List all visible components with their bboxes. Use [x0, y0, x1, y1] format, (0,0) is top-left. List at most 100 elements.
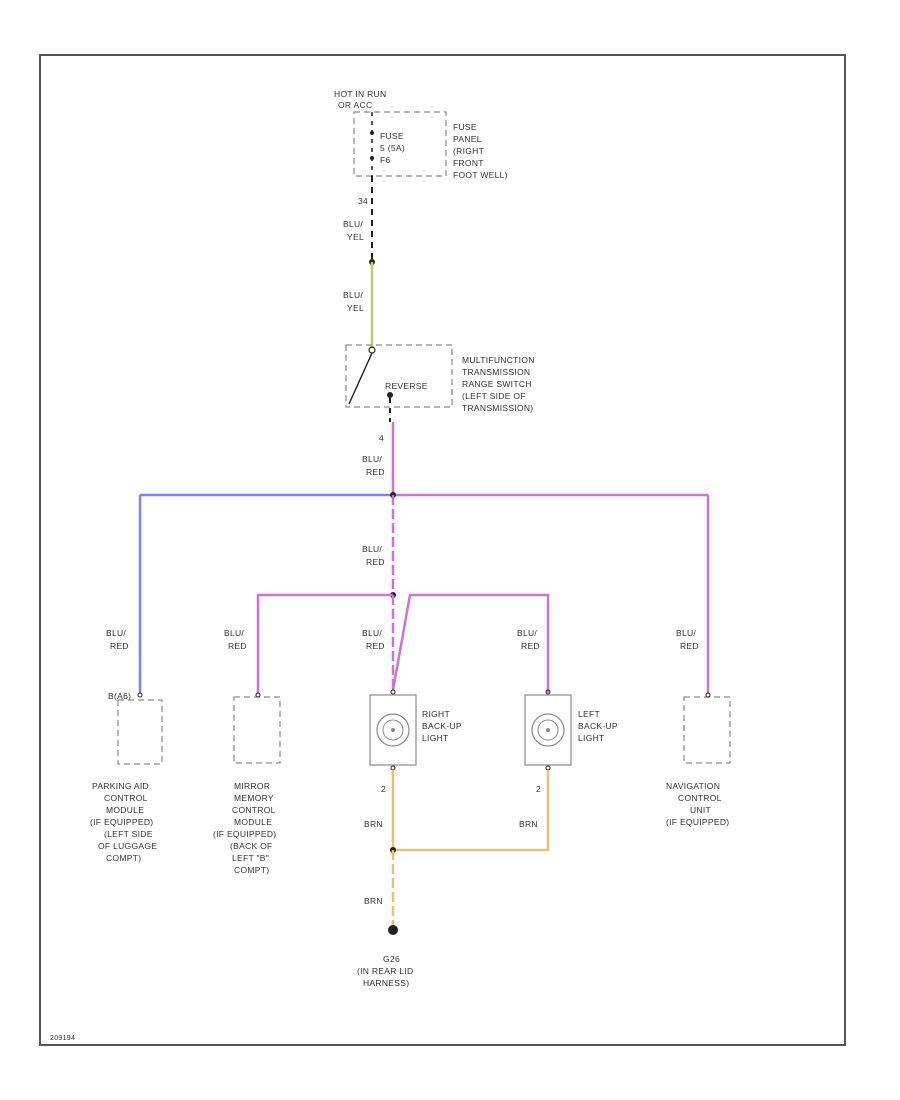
svg-text:(IN REAR LID: (IN REAR LID: [357, 966, 414, 976]
svg-text:RED: RED: [228, 641, 247, 651]
svg-text:CONTROL: CONTROL: [104, 793, 148, 803]
svg-text:(BACK OF: (BACK OF: [230, 841, 273, 851]
svg-text:FOOT WELL): FOOT WELL): [453, 170, 508, 180]
svg-text:(RIGHT: (RIGHT: [453, 146, 484, 156]
svg-text:(IF EQUIPPED): (IF EQUIPPED): [90, 817, 153, 827]
svg-text:OF LUGGAGE: OF LUGGAGE: [98, 841, 157, 851]
mirror-memory-module-box: [233, 696, 281, 764]
range-switch-label: MULTIFUNCTION TRANSMISSION RANGE SWITCH …: [462, 355, 535, 413]
left-backup-light-box: [524, 694, 572, 766]
brn-right-label: BRN: [364, 819, 383, 829]
svg-text:UNIT: UNIT: [690, 805, 711, 815]
svg-text:G26: G26: [383, 954, 400, 964]
svg-text:LIGHT: LIGHT: [422, 733, 449, 743]
svg-text:RED: RED: [680, 641, 699, 651]
svg-text:LEFT "B": LEFT "B": [232, 853, 269, 863]
brn-left-label: BRN: [519, 819, 538, 829]
svg-text:BLU/: BLU/: [362, 628, 382, 638]
svg-text:FUSE: FUSE: [380, 131, 404, 141]
right-light-terminal-top: [390, 689, 396, 695]
svg-text:COMPT): COMPT): [106, 853, 141, 863]
wire-to-left-light: [391, 593, 550, 693]
navigation-unit-box: [683, 696, 731, 764]
svg-text:MULTIFUNCTION: MULTIFUNCTION: [462, 355, 535, 365]
fuse-label: FUSE 5 (5A) F6: [380, 131, 405, 165]
pin-4-label: 4: [379, 433, 384, 443]
wire-blu-red-label-2: BLU/ RED: [362, 544, 385, 567]
svg-text:BLU/: BLU/: [676, 628, 696, 638]
diagram-frame: [39, 54, 846, 1046]
left-light-terminal-top: [545, 689, 551, 695]
right-light-terminal-bottom: [390, 765, 396, 771]
fuse-symbol: [370, 112, 374, 176]
svg-text:RED: RED: [366, 641, 385, 651]
svg-text:PANEL: PANEL: [453, 134, 482, 144]
mirror-terminal: [255, 692, 261, 698]
svg-text:BLU/: BLU/: [343, 290, 363, 300]
wire-blu-yel-label-1: BLU/ YEL: [343, 219, 364, 242]
pin-2-left-label: 2: [536, 784, 541, 794]
parking-aid-module-box: [117, 699, 163, 765]
svg-text:(IF EQUIPPED): (IF EQUIPPED): [213, 829, 276, 839]
right-backup-light-bulb-icon: [376, 713, 410, 747]
svg-text:BLU/: BLU/: [362, 454, 382, 464]
svg-text:MEMORY: MEMORY: [234, 793, 274, 803]
svg-text:F6: F6: [380, 155, 391, 165]
parking-aid-terminal: [137, 692, 143, 698]
right-backup-light-label: RIGHT BACK-UP LIGHT: [422, 709, 462, 743]
svg-text:MODULE: MODULE: [234, 817, 272, 827]
svg-text:(IF EQUIPPED): (IF EQUIPPED): [666, 817, 729, 827]
wire-label-mirror: BLU/ RED: [224, 628, 247, 651]
svg-text:CONTROL: CONTROL: [232, 805, 276, 815]
svg-text:NAVIGATION: NAVIGATION: [666, 781, 720, 791]
svg-text:BLU/: BLU/: [106, 628, 126, 638]
svg-text:BLU/: BLU/: [362, 544, 382, 554]
parking-pin-label: B(A6): [108, 691, 131, 701]
hot-in-run-label: HOT IN RUN OR ACC: [334, 89, 386, 110]
svg-text:BACK-UP: BACK-UP: [422, 721, 462, 731]
svg-text:RANGE SWITCH: RANGE SWITCH: [462, 379, 532, 389]
svg-text:MODULE: MODULE: [106, 805, 144, 815]
svg-text:YEL: YEL: [347, 232, 364, 242]
range-switch-box: [345, 344, 453, 408]
navigation-label: NAVIGATION CONTROL UNIT (IF EQUIPPED): [666, 781, 729, 827]
wire-blu-yel-label-2: BLU/ YEL: [343, 290, 364, 313]
wire-label-nav: BLU/ RED: [676, 628, 699, 651]
nav-terminal: [705, 692, 711, 698]
svg-text:OR ACC: OR ACC: [338, 100, 372, 110]
wire-label-left-light: BLU/ RED: [517, 628, 540, 651]
fuse-panel-box: [353, 111, 447, 177]
ground-label: G26 (IN REAR LID HARNESS): [357, 954, 414, 988]
parking-aid-label: PARKING AID CONTROL MODULE (IF EQUIPPED)…: [90, 781, 157, 863]
svg-text:(LEFT SIDE: (LEFT SIDE: [104, 829, 153, 839]
svg-text:(LEFT SIDE OF: (LEFT SIDE OF: [462, 391, 526, 401]
switch-symbol: [348, 346, 393, 405]
svg-text:LIGHT: LIGHT: [578, 733, 605, 743]
svg-text:HOT IN RUN: HOT IN RUN: [334, 89, 386, 99]
svg-text:YEL: YEL: [347, 303, 364, 313]
svg-text:BLU/: BLU/: [343, 219, 363, 229]
svg-text:FRONT: FRONT: [453, 158, 484, 168]
svg-text:CONTROL: CONTROL: [678, 793, 722, 803]
svg-text:5 (5A): 5 (5A): [380, 143, 405, 153]
svg-text:BLU/: BLU/: [517, 628, 537, 638]
wire-to-mirror-module: [256, 593, 393, 693]
svg-text:TRANSMISSION: TRANSMISSION: [462, 367, 530, 377]
svg-text:MIRROR: MIRROR: [234, 781, 270, 791]
svg-text:BLU/: BLU/: [224, 628, 244, 638]
left-backup-light-bulb-icon: [531, 713, 565, 747]
wire-label-parking: BLU/ RED: [106, 628, 129, 651]
svg-text:RED: RED: [366, 467, 385, 477]
brn-ground-label: BRN: [364, 896, 383, 906]
wire-label-right-light: BLU/ RED: [362, 628, 385, 651]
pin-34-label: 34: [358, 196, 368, 206]
right-backup-light-box: [369, 694, 417, 766]
svg-text:RED: RED: [110, 641, 129, 651]
svg-text:COMPT): COMPT): [234, 865, 269, 875]
figure-id: 209194: [50, 1035, 75, 1042]
svg-text:LEFT: LEFT: [578, 709, 600, 719]
svg-text:FUSE: FUSE: [453, 122, 477, 132]
svg-text:RIGHT: RIGHT: [422, 709, 450, 719]
svg-text:TRANSMISSION): TRANSMISSION): [462, 403, 533, 413]
